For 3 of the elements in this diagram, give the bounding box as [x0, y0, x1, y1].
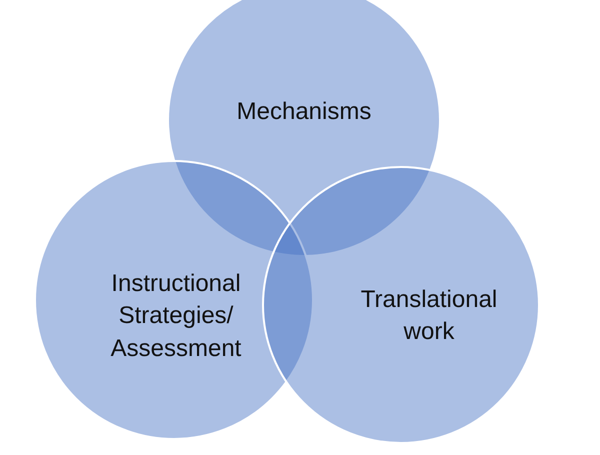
circle-label: Instructional Strategies/ Assessment [110, 269, 242, 364]
circle-label: Translational work [360, 285, 498, 348]
circle-label: Mechanisms [236, 97, 372, 127]
